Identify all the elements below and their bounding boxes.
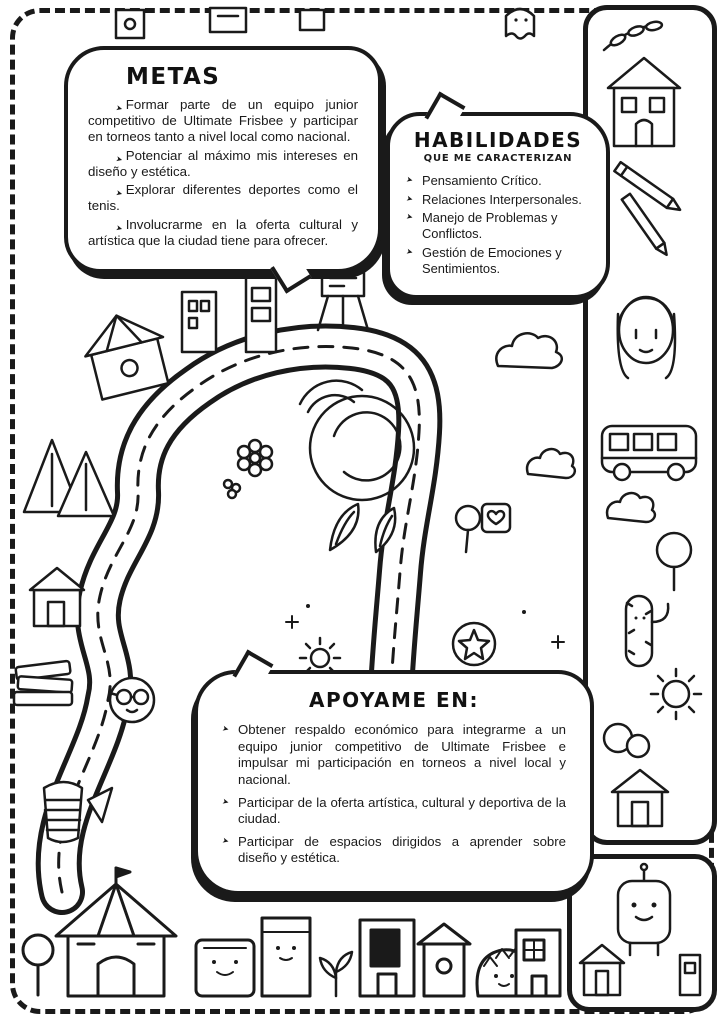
habilidades-item-text: Pensamiento Crítico. (422, 173, 542, 188)
metas-title: METAS (126, 64, 221, 90)
book-stack-doodle (12, 659, 74, 707)
habilidades-title: HABILIDADES (413, 128, 583, 152)
gift-box-doodle (480, 502, 512, 534)
metas-bubble: METAS ➤Formar parte de un equipo junior … (64, 46, 382, 294)
apoyame-item-text: Participar de la oferta artística, cultu… (238, 794, 566, 827)
apoyame-list: ➤ Obtener respaldo económico para integr… (221, 722, 566, 867)
metas-item-text: Involucrarme en la oferta cultural y art… (88, 216, 358, 248)
top-edge-doodles (114, 6, 536, 40)
apoyame-item-text: Obtener respaldo económico para integrar… (238, 722, 566, 787)
bottom-right-doodle-box (567, 854, 717, 1012)
apoyame-title: APOYAME EN: (309, 688, 479, 712)
striped-socks-doodle (42, 780, 114, 844)
metas-item: ➤Potenciar al máximo mis intereses en di… (88, 148, 358, 180)
arrow-bullet-icon: ➤ (405, 174, 414, 185)
metas-item: ➤Explorar diferentes deportes como el te… (88, 182, 358, 214)
arrow-bullet-icon: ➤ (405, 212, 414, 223)
habilidades-item-text: Relaciones Interpersonales. (422, 191, 582, 207)
star-badge-doodle (451, 621, 497, 667)
right-panel-doodles (600, 20, 703, 828)
habilidades-item-text: Manejo de Problemas y Conflictos. (422, 210, 558, 242)
apoyame-item: ➤ Participar de la oferta artística, cul… (221, 794, 566, 828)
habilidades-bubble: HABILIDADES QUE ME CARACTERIZAN ➤ Pensam… (386, 91, 610, 300)
metas-item-text: Potenciar al máximo mis intereses en dis… (88, 147, 358, 179)
arrow-bullet-icon: ➤ (114, 153, 124, 165)
arrow-bullet-icon: ➤ (221, 796, 230, 807)
metas-item-text: Explorar diferentes deportes como el ten… (88, 182, 358, 214)
flower-doodles (222, 438, 274, 500)
swirl-doodle (298, 379, 416, 502)
metas-item: ➤Formar parte de un equipo junior compet… (88, 97, 358, 146)
bottom-right-doodles (578, 862, 702, 997)
leaf-doodles (328, 502, 397, 554)
habilidades-item: ➤ Pensamiento Crítico. (405, 173, 590, 189)
glasses-face-doodle (108, 676, 156, 724)
habilidades-subtitle: QUE ME CARACTERIZAN (423, 153, 573, 164)
arrow-bullet-icon: ➤ (114, 103, 124, 114)
pine-tree-doodles (22, 438, 116, 518)
balloon-doodle (454, 504, 482, 554)
arrow-bullet-icon: ➤ (405, 246, 414, 257)
arrow-bullet-icon: ➤ (221, 835, 230, 846)
habilidades-item-text: Gestión de Emociones y Sentimientos. (422, 244, 562, 276)
tilted-house-doodle (84, 314, 170, 401)
arrow-bullet-icon: ➤ (114, 188, 124, 199)
habilidades-item: ➤ Relaciones Interpersonales. (405, 191, 590, 208)
apoyame-item: ➤ Obtener respaldo económico para integr… (221, 722, 566, 789)
arrow-bullet-icon: ➤ (221, 723, 230, 734)
metas-item-text: Formar parte de un equipo junior competi… (88, 97, 358, 145)
habilidades-list: ➤ Pensamiento Crítico. ➤ Relaciones Inte… (405, 173, 590, 276)
road-doodle (35, 323, 443, 915)
metas-item: ➤Involucrarme en la oferta cultural y ar… (88, 217, 358, 249)
apoyame-item: ➤ Participar de espacios dirigidos a apr… (221, 833, 566, 867)
apoyame-bubble: APOYAME EN: ➤ Obtener respaldo económico… (194, 649, 594, 895)
arrow-bullet-icon: ➤ (114, 222, 124, 233)
habilidades-item: ➤ Manejo de Problemas y Conflictos. (405, 210, 590, 242)
roadside-house-doodle (28, 566, 86, 628)
apoyame-item-text: Participar de espacios dirigidos a apren… (238, 833, 566, 866)
arrow-bullet-icon: ➤ (405, 193, 414, 204)
habilidades-item: ➤ Gestión de Emociones y Sentimientos. (405, 244, 590, 276)
bottom-houses-doodles (21, 866, 562, 998)
cloud-doodles (495, 332, 577, 480)
